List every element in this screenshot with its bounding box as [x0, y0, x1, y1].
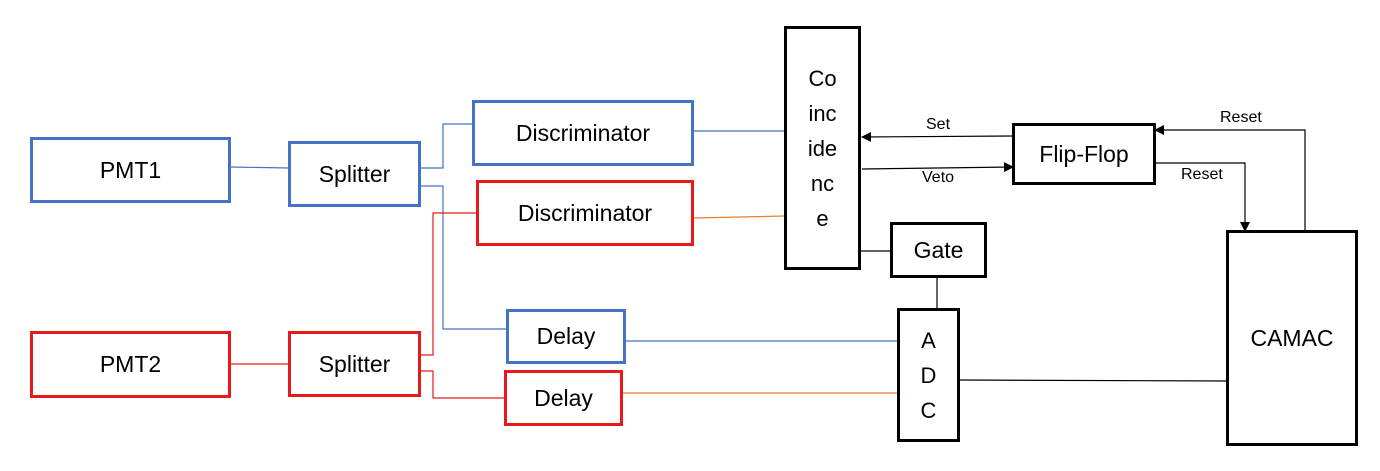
adc-label-line-3: C	[920, 397, 937, 423]
delay1-box: Delay	[506, 309, 626, 364]
splitter1-box: Splitter	[288, 141, 421, 207]
flipflop-label: Flip-Flop	[1039, 140, 1129, 167]
discriminator2-to-coincidence-line	[692, 215, 787, 219]
veto-label: Veto	[922, 169, 955, 186]
pmt1-to-splitter1-line	[229, 166, 290, 169]
coincidence-label-line-2: inc	[808, 100, 837, 126]
coincidence-label-line-1: Co	[808, 65, 837, 91]
splitter1-label: Splitter	[318, 160, 391, 187]
pmt1-box: PMT1	[30, 137, 231, 203]
discriminator2-label: Discriminator	[517, 199, 653, 226]
splitter2-to-delay2-line	[420, 370, 505, 399]
coincidence-label-line-3: ide	[807, 135, 838, 161]
splitter1-to-discriminator1-line	[420, 123, 473, 169]
reset-top-label: Reset	[1220, 109, 1262, 126]
coincidence-box: Co inc ide nc e	[784, 26, 861, 270]
splitter1-to-delay1-line	[420, 185, 507, 330]
discriminator1-box: Discriminator	[472, 100, 694, 166]
gate-label: Gate	[913, 236, 964, 263]
discriminator1-label: Discriminator	[515, 119, 651, 146]
camac-box: CAMAC	[1226, 230, 1358, 446]
gate-box: Gate	[890, 222, 987, 278]
flipflop-reset-to-camac-arrow	[1155, 162, 1250, 232]
coincidence-veto-arrow	[861, 162, 1014, 173]
camac-label: CAMAC	[1250, 324, 1334, 351]
coincidence-label-line-4: nc	[810, 170, 835, 196]
delay1-label: Delay	[536, 323, 596, 349]
splitter2-label: Splitter	[318, 350, 391, 377]
splitter2-to-discriminator2-line	[420, 212, 477, 356]
splitter2-box: Splitter	[288, 331, 421, 397]
pmt2-label: PMT2	[99, 351, 162, 377]
adc-label-line-2: D	[920, 362, 937, 388]
flipflop-set-arrow	[861, 131, 1014, 142]
adc-label-line-1: A	[921, 327, 936, 353]
delay2-label: Delay	[534, 384, 593, 411]
flipflop-box: Flip-Flop	[1012, 123, 1156, 185]
adc-box: A D C	[897, 308, 960, 442]
pmt1-label: PMT1	[99, 156, 162, 183]
coincidence-label-line-5: e	[816, 205, 829, 231]
adc-to-camac-line	[958, 379, 1228, 382]
discriminator2-box: Discriminator	[476, 180, 694, 246]
delay2-box: Delay	[504, 370, 623, 426]
camac-reset-to-flipflop-arrow	[1154, 125, 1306, 231]
reset-bottom-label: Reset	[1181, 166, 1223, 183]
pmt2-box: PMT2	[30, 331, 231, 398]
set-label: Set	[926, 116, 951, 133]
